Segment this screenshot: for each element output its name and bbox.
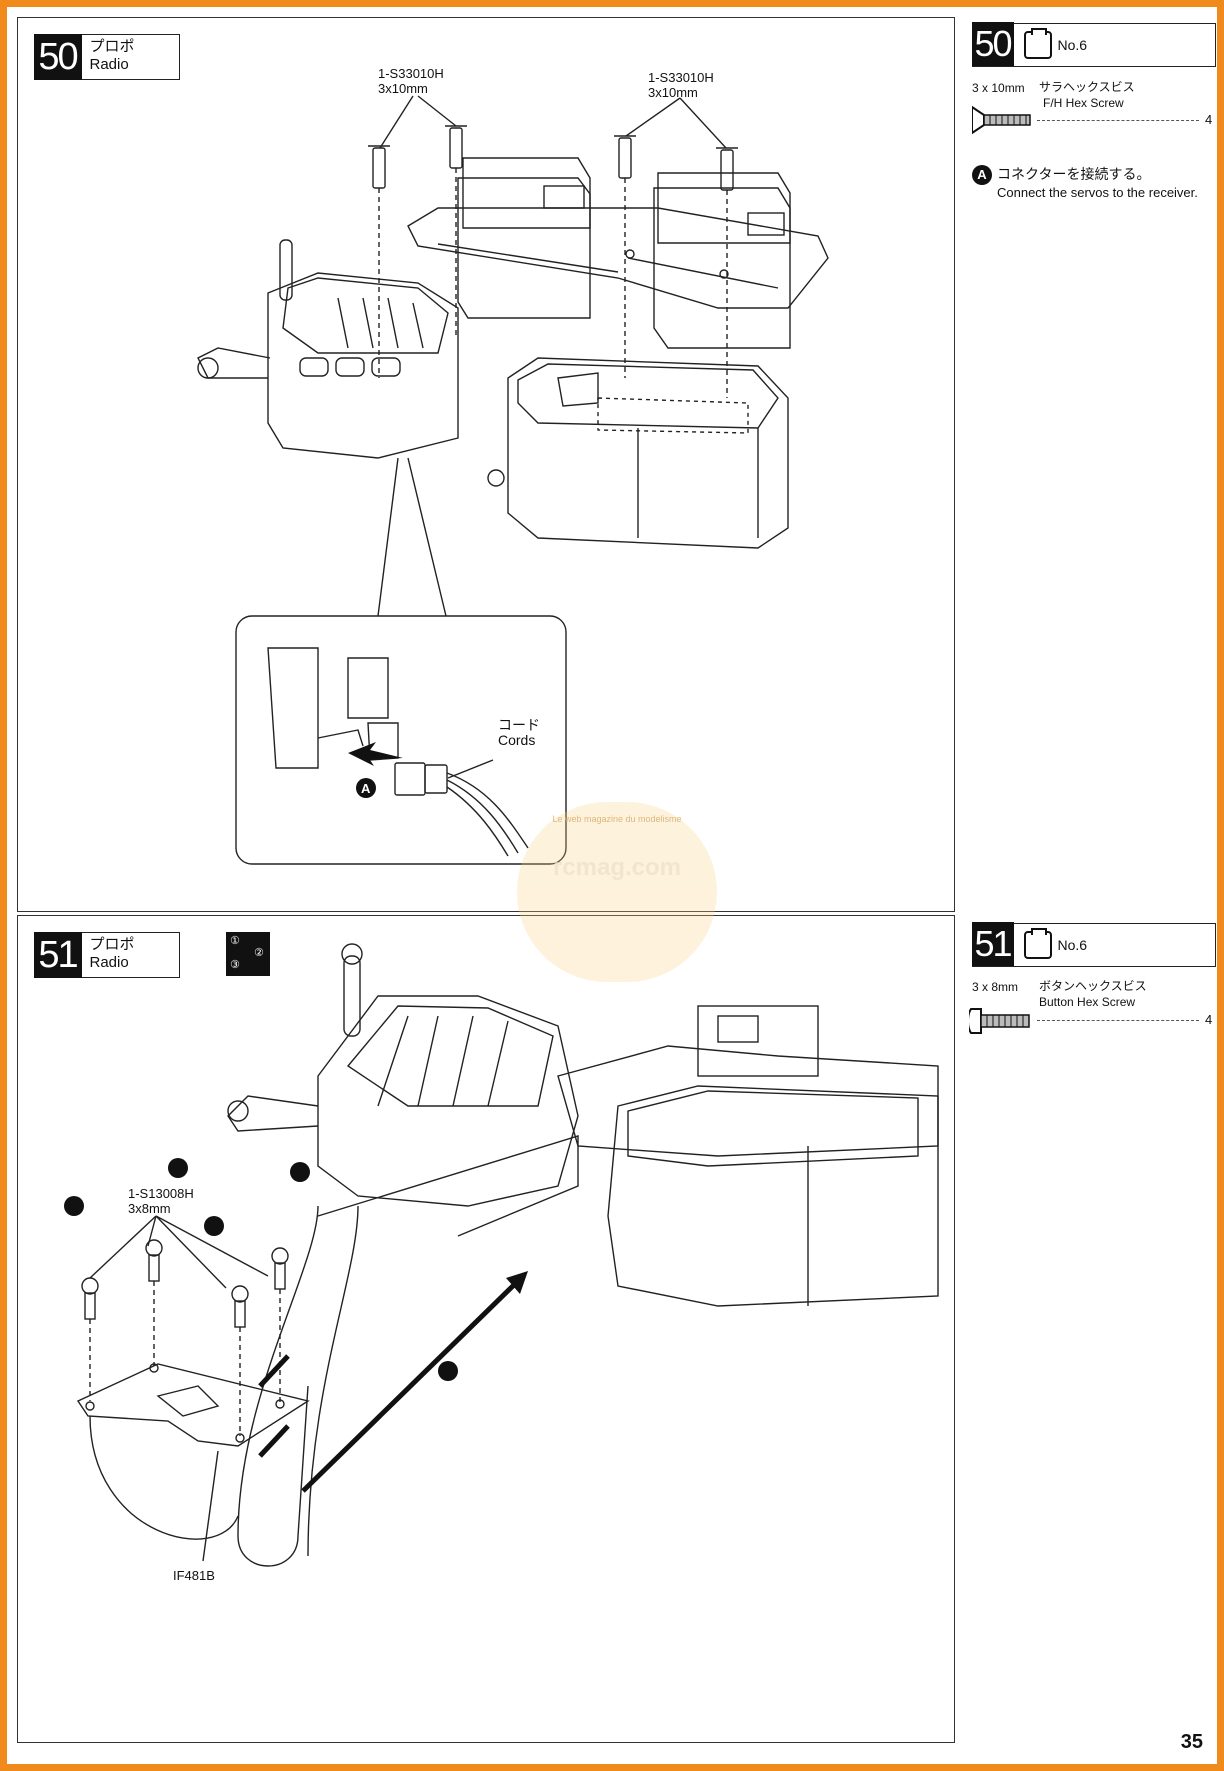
step-51-title-ja: プロポ	[89, 936, 135, 953]
watermark-site: rcmag.com	[552, 854, 682, 881]
sidebar-50-part-size: 3 x 10mm	[972, 81, 1025, 95]
cords-label-ja: コード	[498, 717, 540, 733]
sidebar-51-header: 51 No.6	[971, 922, 1216, 967]
callout-screw-left: 1-S33010H 3x10mm	[378, 66, 444, 96]
sidebar-50-qty: 4	[1205, 112, 1213, 127]
order-1: ①	[230, 935, 240, 947]
step-51-drawing	[64, 943, 939, 1567]
sidebar-51-qty: 4	[1205, 1012, 1213, 1027]
step-50-drawing: A	[197, 95, 829, 865]
step-50-title-en: Radio	[89, 56, 129, 73]
step-51-title-en: Radio	[89, 954, 129, 971]
step-marker-1: ❶	[441, 1362, 456, 1379]
sidebar-51-leader	[1037, 1020, 1199, 1021]
sidebar-50-bag: No.6	[1057, 37, 1088, 53]
assembly-order-icon: ① ② ③	[226, 932, 270, 976]
sidebar-51-part-size: 3 x 8mm	[972, 980, 1019, 994]
detail-marker-a: A	[361, 781, 371, 796]
sidebar-50-part-name-ja: サラヘックスビス	[1039, 80, 1135, 94]
sidebar-50-header: 50 No.6	[971, 22, 1216, 67]
note-a-marker: A	[972, 165, 992, 185]
cords-label-en: Cords	[498, 732, 536, 748]
note-en: Connect the servos to the receiver.	[997, 185, 1198, 200]
step-50-header: 50 プロポ Radio	[33, 33, 180, 80]
note-ja: コネクターを接続する。	[997, 166, 1151, 182]
page-number: 35	[1180, 1731, 1203, 1753]
step-50-number: 50	[33, 33, 82, 80]
step-51-header: 51 プロポ Radio	[33, 931, 180, 978]
step-50-title: プロポ Radio	[82, 35, 143, 79]
sidebar-50-number: 50	[971, 22, 1014, 67]
sidebar-51-bag: No.6	[1057, 937, 1088, 953]
step-51-number: 51	[33, 931, 82, 978]
callout-size: 3x8mm	[128, 1201, 171, 1216]
button-hex-screw-icon	[969, 1008, 1030, 1034]
callout-size: 3x10mm	[648, 85, 698, 100]
callout-screw-right: 1-S33010H 3x10mm	[648, 70, 714, 100]
watermark-logo: Le web magazine du modelisme rcmag.com	[517, 802, 717, 982]
plate-label: IF481B	[173, 1568, 215, 1583]
order-2: ②	[254, 947, 264, 959]
sidebar-50-part-name-en: F/H Hex Screw	[1043, 96, 1124, 110]
watermark-tagline: Le web magazine du modelisme	[552, 814, 682, 824]
callout-code: 1-S33010H	[378, 66, 444, 81]
step-51-title: プロポ Radio	[82, 933, 143, 977]
callout-screw-51: 1-S13008H 3x8mm	[128, 1186, 194, 1216]
sidebar-51-part-name-ja: ボタンヘックスビス	[1039, 979, 1147, 993]
callout-size: 3x10mm	[378, 81, 428, 96]
bag-icon	[1023, 928, 1052, 959]
step-50-title-ja: プロポ	[89, 38, 135, 55]
step-51-panel: 51 プロポ Radio ① ② ③ 1-S13008H 3x8mm IF481…	[17, 915, 955, 1743]
sidebar-51-number: 51	[971, 922, 1014, 967]
step-50-panel: 50 プロポ Radio 1-S33010H 3x10mm 1-S33010H …	[17, 17, 955, 912]
order-3: ③	[230, 959, 240, 971]
fh-hex-screw-icon	[972, 105, 1031, 135]
sidebar-51-part-name-en: Button Hex Screw	[1039, 995, 1136, 1009]
sidebar-50-leader	[1037, 120, 1199, 121]
detail-cords-label: コード Cords	[498, 718, 540, 748]
bag-icon	[1023, 28, 1052, 59]
callout-code: 1-S13008H	[128, 1186, 194, 1201]
callout-code: 1-S33010H	[648, 70, 714, 85]
